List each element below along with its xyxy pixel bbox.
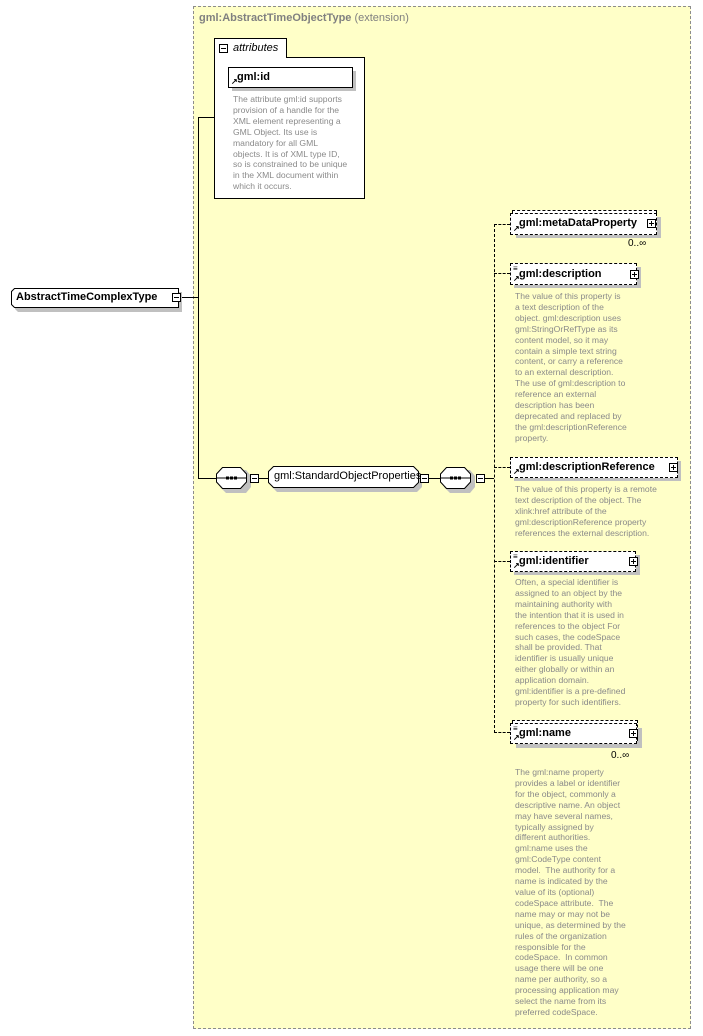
group-standard-object-properties[interactable]: gml:StandardObjectProperties (268, 466, 422, 492)
element-descriptionreference[interactable]: ↗ gml:descriptionReference (510, 457, 678, 478)
connector (494, 467, 510, 468)
element-description-text: The gml:name property provides a label o… (515, 767, 626, 1017)
element-name: gml:identifier (519, 555, 589, 567)
connector (494, 273, 510, 274)
element-description-text: Often, a special identifier is assigned … (515, 577, 626, 707)
element-name: gml:description (519, 268, 602, 280)
connector (198, 117, 214, 118)
collapse-icon[interactable] (219, 44, 228, 53)
element-name: gml:descriptionReference (519, 461, 655, 473)
attributes-tab[interactable]: attributes (214, 38, 287, 58)
attribute-gml-id[interactable]: ↗ gml:id (228, 67, 353, 88)
element-name: gml:metaDataProperty (519, 217, 637, 229)
expand-icon[interactable] (669, 463, 678, 472)
connector (259, 478, 268, 479)
element-description-text: The value of this property is a text des… (515, 291, 627, 443)
attribute-description: The attribute gml:id supports provision … (233, 94, 348, 192)
extension-kind: (extension) (354, 12, 409, 24)
cardinality: 0..∞ (611, 750, 630, 761)
element-identifier[interactable]: ≡ ↗ gml:identifier (510, 551, 638, 572)
connector (429, 478, 440, 479)
expand-icon[interactable] (647, 219, 656, 228)
documentation-icon: ≡ (513, 552, 518, 561)
base-type-name: gml:AbstractTimeObjectType (199, 12, 352, 24)
connector (494, 732, 510, 733)
extension-title: gml:AbstractTimeObjectType (extension) (199, 12, 409, 24)
attribute-name: gml:id (237, 71, 270, 83)
collapse-icon[interactable] (476, 474, 485, 483)
documentation-icon: ≡ (513, 724, 518, 733)
connector (182, 297, 198, 298)
expand-icon[interactable] (630, 270, 639, 279)
connector (494, 224, 510, 225)
element-description[interactable]: ≡ ↗ gml:description (510, 263, 639, 285)
collapse-icon[interactable] (172, 293, 181, 302)
documentation-icon: ≡ (513, 264, 518, 273)
connector (198, 117, 199, 479)
expand-icon[interactable] (629, 729, 638, 738)
expand-icon[interactable] (629, 557, 638, 566)
reference-arrow-icon: ↗ (231, 77, 238, 86)
element-name: gml:name (519, 727, 571, 739)
reference-arrow-icon: ↗ (513, 467, 520, 476)
reference-arrow-icon: ↗ (513, 224, 520, 233)
root-type-label: AbstractTimeComplexType (16, 291, 158, 303)
collapse-icon[interactable] (250, 474, 259, 483)
connector (485, 478, 494, 479)
sequence-compositor[interactable] (440, 467, 475, 493)
choice-connector (494, 224, 495, 733)
sequence-compositor[interactable] (216, 467, 251, 493)
root-type-node[interactable]: AbstractTimeComplexType (11, 288, 182, 312)
connector (198, 478, 216, 479)
collapse-icon[interactable] (420, 474, 429, 483)
reference-arrow-icon: ↗ (513, 274, 520, 283)
element-name-node[interactable]: ≡ ↗ gml:name (510, 723, 638, 744)
attributes-label: attributes (233, 42, 279, 54)
element-description-text: The value of this property is a remote t… (515, 484, 657, 538)
element-metadataproperty[interactable]: ↗ gml:metaDataProperty (510, 213, 657, 235)
reference-arrow-icon: ↗ (513, 561, 520, 570)
cardinality: 0..∞ (628, 238, 647, 249)
reference-arrow-icon: ↗ (513, 733, 520, 742)
connector (494, 561, 510, 562)
group-label: gml:StandardObjectProperties (274, 470, 422, 482)
